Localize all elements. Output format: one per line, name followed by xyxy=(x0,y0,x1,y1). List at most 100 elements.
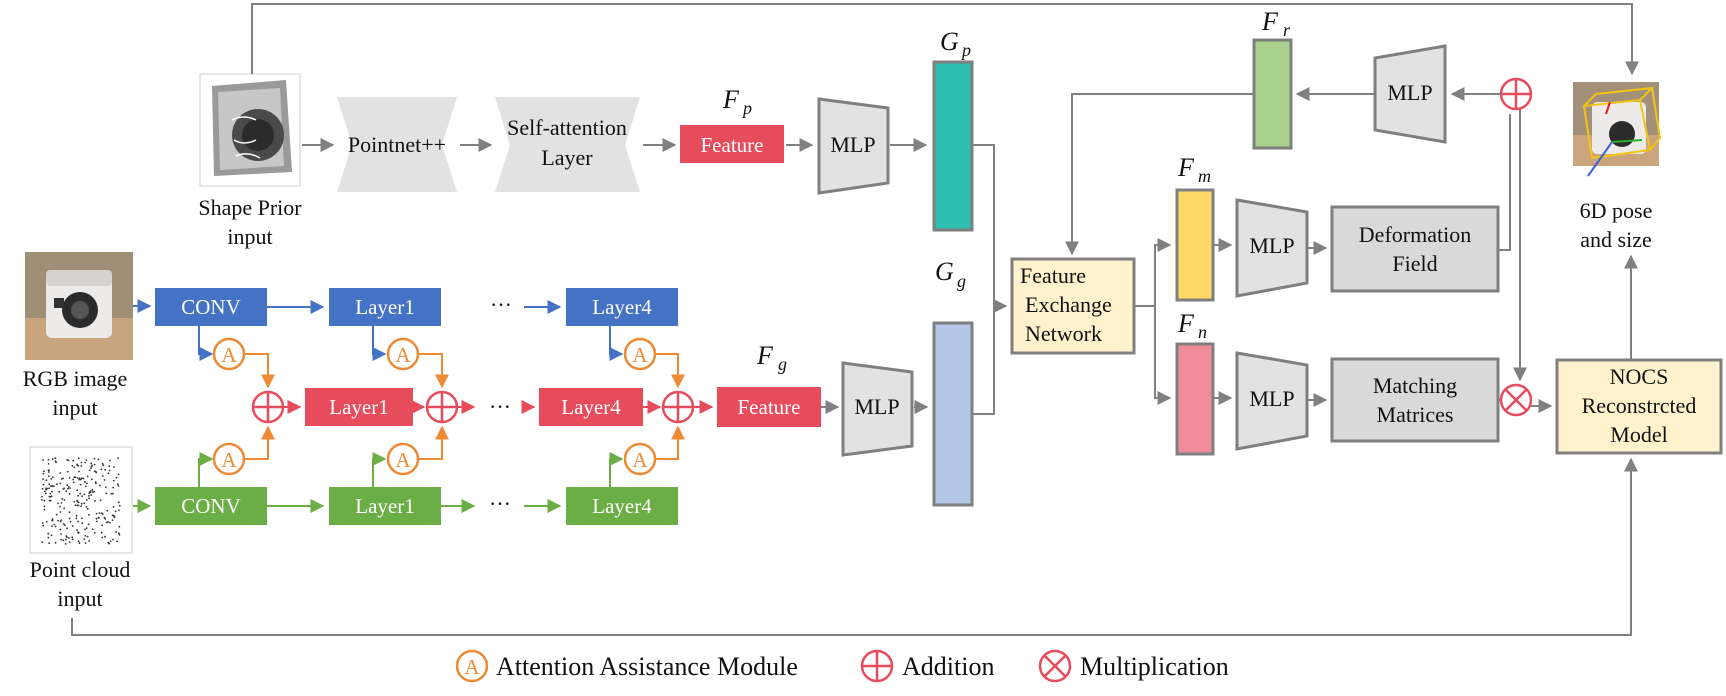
point-cloud-dot xyxy=(79,483,82,486)
point-cloud-dot xyxy=(71,464,74,467)
feature-exchange-network xyxy=(1010,257,1136,355)
gg-block xyxy=(932,321,974,507)
svg-text:A: A xyxy=(632,343,648,367)
point-cloud-dot xyxy=(58,490,61,493)
point-cloud-dot xyxy=(91,491,94,493)
point-cloud-dot xyxy=(86,507,89,510)
point-cloud-dot xyxy=(74,504,77,507)
prior-feature-label: Feature xyxy=(701,133,764,157)
point-cloud-dot xyxy=(101,536,104,539)
point-cloud-dot xyxy=(73,466,76,469)
point-cloud-dot xyxy=(59,520,62,523)
fen-label-line2: Exchange xyxy=(1025,292,1112,317)
point-cloud-dot xyxy=(76,529,78,531)
fg-subscript: g xyxy=(778,354,787,374)
point-cloud-dot xyxy=(104,535,106,538)
gp-block xyxy=(932,60,974,232)
point-cloud-dot xyxy=(88,540,90,542)
point-cloud-dot xyxy=(68,493,71,495)
point-cloud-dot xyxy=(73,501,76,503)
nocs-label-line3: Model xyxy=(1610,422,1667,447)
deformation-field-label-line1: Deformation xyxy=(1359,222,1471,247)
point-cloud-dot xyxy=(63,487,65,490)
point-cloud-dot xyxy=(100,468,103,471)
point-cloud-dot xyxy=(84,528,86,531)
point-cloud-dot xyxy=(95,482,97,485)
point-cloud-dot xyxy=(42,483,45,486)
shape-prior-image xyxy=(199,73,301,187)
svg-text:A: A xyxy=(221,343,237,367)
point-cloud-dot xyxy=(42,524,45,527)
point-cloud-dot xyxy=(93,490,96,493)
point-cloud-dot xyxy=(76,464,79,467)
point-cloud-dot xyxy=(97,516,100,519)
pc-conv-label: CONV xyxy=(181,494,241,518)
point-cloud-dot xyxy=(69,520,72,523)
point-cloud-dot xyxy=(76,499,78,502)
point-cloud-dot xyxy=(67,459,70,462)
recon-mlp xyxy=(1373,44,1447,144)
point-cloud-dot xyxy=(47,532,50,535)
point-cloud-dot xyxy=(77,540,80,543)
point-cloud-dot xyxy=(77,494,79,497)
point-cloud-dot xyxy=(90,494,93,496)
point-cloud-dot xyxy=(64,543,67,545)
fg-symbol: F xyxy=(756,341,774,370)
attention-icon-rgb-1: A xyxy=(212,337,246,371)
point-cloud-dot xyxy=(89,490,92,492)
point-cloud-dot xyxy=(42,472,45,475)
point-cloud-dot xyxy=(45,479,48,481)
point-cloud-dot xyxy=(63,507,65,510)
fp-symbol: F xyxy=(722,85,740,114)
legend-attention-icon: A xyxy=(455,649,489,683)
point-cloud-dot xyxy=(111,514,114,517)
point-cloud-dot xyxy=(61,497,64,500)
point-cloud-dot xyxy=(114,510,117,513)
point-cloud-dot xyxy=(66,527,68,530)
point-cloud-dot xyxy=(83,493,86,496)
point-cloud-dot xyxy=(93,531,96,534)
point-cloud-dot xyxy=(82,477,85,480)
fusion-feature xyxy=(717,387,821,427)
pointnet-block xyxy=(337,97,457,192)
point-cloud-dot xyxy=(66,536,68,539)
point-cloud-dot xyxy=(76,489,79,492)
point-cloud-dot xyxy=(91,528,94,531)
point-cloud-dot xyxy=(90,462,93,465)
point-cloud-dot xyxy=(55,513,58,516)
point-cloud-dot xyxy=(57,502,59,505)
point-cloud-dot xyxy=(71,538,74,541)
point-cloud-dot xyxy=(86,475,89,478)
point-cloud-dot xyxy=(94,500,96,502)
point-cloud-dot xyxy=(51,518,54,520)
point-cloud-dot xyxy=(59,482,62,485)
point-cloud-dot xyxy=(48,483,50,486)
rgb-layer4-label: Layer4 xyxy=(592,295,652,319)
point-cloud-dot xyxy=(107,541,110,544)
point-cloud-dot xyxy=(53,523,56,526)
point-cloud-dot xyxy=(59,505,61,508)
point-cloud-dot xyxy=(66,484,69,486)
point-cloud-dot xyxy=(80,461,83,464)
point-cloud-dot xyxy=(60,533,62,535)
fr-symbol: F xyxy=(1261,7,1279,36)
fr-block xyxy=(1252,38,1293,150)
point-cloud-dot xyxy=(84,542,87,544)
fm-subscript: m xyxy=(1198,166,1211,186)
deform-mlp xyxy=(1235,198,1309,298)
point-cloud-dot xyxy=(88,513,90,516)
point-cloud-dot xyxy=(91,489,94,491)
point-cloud-dot xyxy=(117,501,120,504)
fn-block xyxy=(1175,342,1215,456)
multiplication-icon xyxy=(1499,383,1533,417)
point-cloud-dot xyxy=(87,523,90,526)
point-cloud-dot xyxy=(111,519,114,521)
matching-mlp-label: MLP xyxy=(1249,386,1294,411)
gp-subscript: p xyxy=(960,40,971,60)
point-cloud-dot xyxy=(59,528,62,531)
point-cloud-dot xyxy=(45,487,47,490)
point-cloud-dot xyxy=(72,478,74,481)
pc-dots: ··· xyxy=(489,491,511,516)
svg-text:A: A xyxy=(395,448,411,472)
nocs-label-line1: NOCS xyxy=(1610,364,1669,389)
